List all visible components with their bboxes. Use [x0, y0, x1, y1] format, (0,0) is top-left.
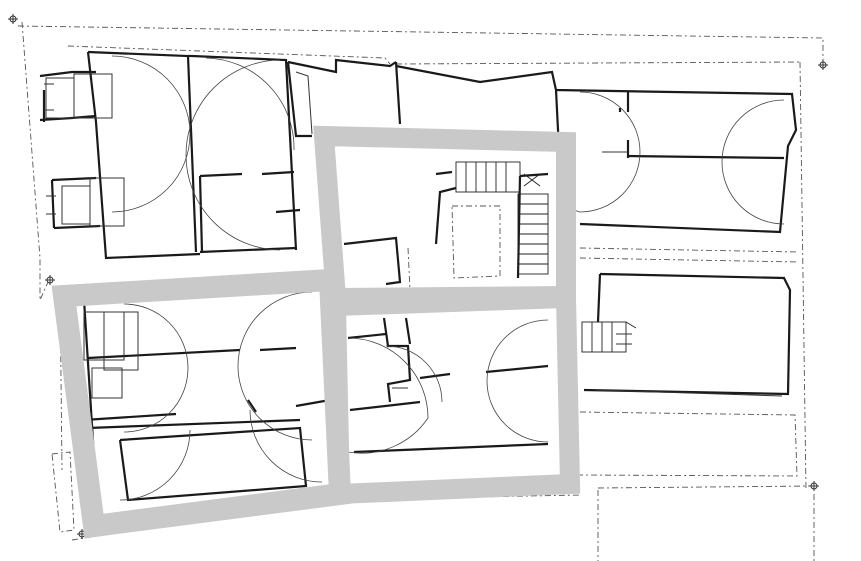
stair-east	[581, 321, 637, 353]
survey-markers	[8, 14, 828, 539]
building-block-northwest	[39, 50, 301, 260]
plan-details	[44, 83, 632, 389]
highlight-zones	[51, 125, 581, 539]
stair-north	[455, 161, 549, 275]
highlight-zone-southwest	[51, 268, 352, 539]
highlight-zone-south	[325, 287, 581, 505]
building-block-east	[581, 272, 792, 397]
building-block-south-center	[347, 317, 549, 454]
building-block-southwest	[82, 291, 331, 502]
building-block-north-center	[286, 58, 549, 291]
survey-marker-bottom-right	[809, 481, 819, 491]
survey-marker-top-right	[818, 60, 828, 70]
survey-marker-top-left	[8, 14, 18, 24]
survey-marker-left	[45, 275, 55, 285]
